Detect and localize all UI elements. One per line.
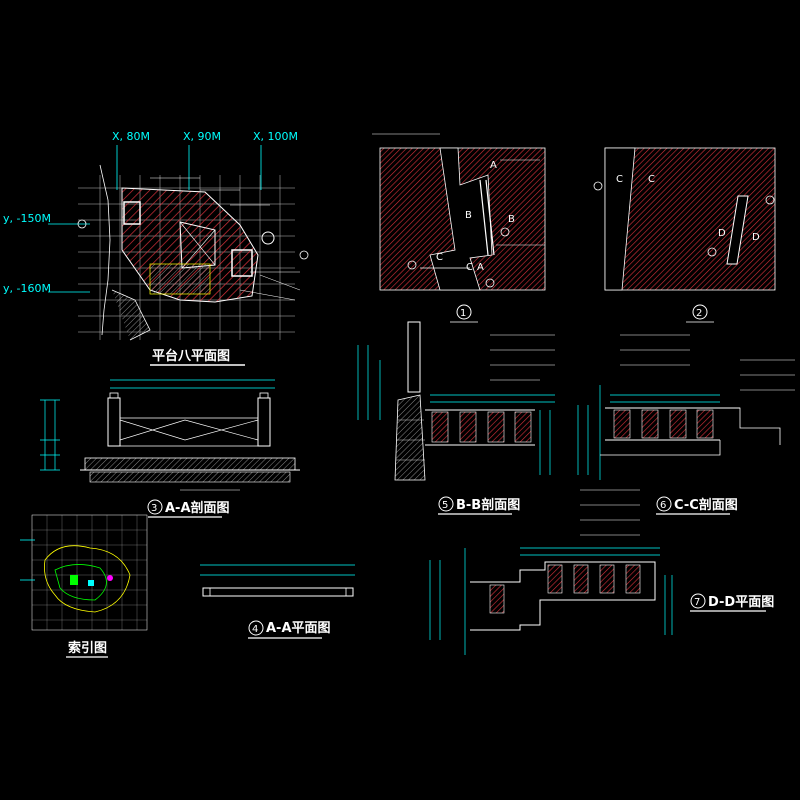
- marker-b-left: B: [465, 210, 472, 221]
- section-aa-number: 3: [151, 503, 157, 514]
- plan-leaders: [150, 177, 300, 273]
- platform-plan: X, 80M X, 90M X, 100M y, -150M y, -160M …: [3, 130, 309, 366]
- section-cc: 6 C-C剖面图: [577, 334, 795, 515]
- marker-c: C: [436, 252, 443, 263]
- title-section-cc: C-C剖面图: [674, 497, 738, 513]
- coord-x80: X, 80M: [112, 130, 150, 143]
- plan-aa-number: 4: [252, 624, 258, 635]
- detail-2-number: 2: [696, 308, 702, 319]
- marker-a-bottom: A: [477, 262, 484, 273]
- title-section-bb: B-B剖面图: [456, 497, 520, 513]
- title-platform-plan: 平台八平面图: [152, 348, 230, 364]
- title-plan-aa: A-A平面图: [266, 621, 331, 636]
- title-plan-dd: D-D平面图: [708, 595, 774, 610]
- section-dd: 7 D-D平面图: [429, 489, 774, 655]
- section-dd-number: 7: [694, 597, 700, 608]
- section-cc-number: 6: [660, 500, 666, 511]
- marker-d-left: D: [718, 228, 726, 239]
- stair-block: [149, 263, 211, 295]
- coordinate-lines: [48, 145, 262, 293]
- detail-1-number: 1: [460, 308, 466, 319]
- coord-y150: y, -150M: [3, 212, 51, 225]
- index-map: 索引图: [20, 514, 148, 658]
- marker-b-right: B: [508, 214, 515, 225]
- section-aa-dimensions: [40, 379, 275, 471]
- plan-aa: 4 A-A平面图: [200, 564, 355, 639]
- section-aa: 3 A-A剖面图: [40, 379, 300, 518]
- title-section-aa: A-A剖面图: [165, 500, 230, 516]
- coord-x90: X, 90M: [183, 130, 221, 143]
- coord-y160: y, -160M: [3, 282, 51, 295]
- section-bb-number: 5: [442, 500, 448, 511]
- section-bb: 5 B-B剖面图: [357, 321, 555, 515]
- detail-2: C C D D 2: [593, 147, 776, 323]
- marker-a-top: A: [490, 160, 497, 171]
- title-index: 索引图: [68, 640, 107, 656]
- detail-1: A B B C C A 1: [372, 133, 546, 323]
- marker-c-right: C: [648, 174, 655, 185]
- marker-c2: C: [466, 262, 473, 273]
- coord-x100: X, 100M: [253, 130, 298, 143]
- marker-d-right: D: [752, 232, 760, 243]
- detail-2-hatch: [604, 147, 776, 291]
- marker-c-left: C: [616, 174, 623, 185]
